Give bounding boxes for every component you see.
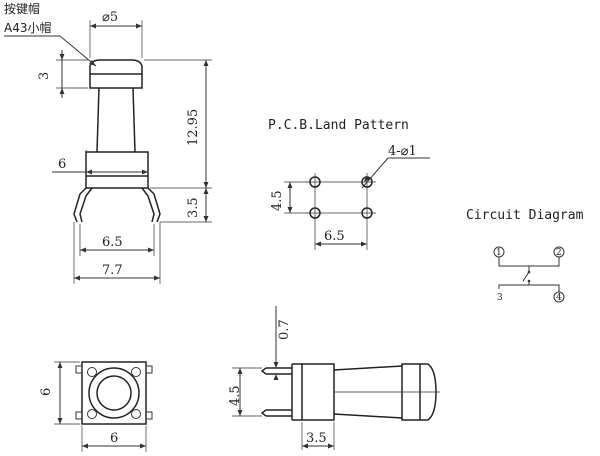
top-button [96,375,132,411]
top-corner-dot-2 [131,367,141,377]
dim-span: 7.7 [102,263,123,278]
left-leg [73,187,93,223]
top-ring-outer [88,367,140,419]
switch-blade [522,271,530,282]
top-view: 6 6 [39,361,153,452]
pin-1-label: 1 [496,248,502,258]
side-pin-bottom [260,409,292,417]
top-corner-dot-1 [87,367,97,377]
cap-label-cn: 按键帽 [4,1,40,16]
body-outline [85,151,149,189]
top-corner-dot-3 [87,409,97,419]
pcb-vertical-dim: 4.5 [270,190,285,211]
pcb-hole-spec: 4-⌀1 [388,144,417,159]
top-bus [498,257,560,267]
front-view: ⌀5 按键帽 A43小帽 3 12.95 3.5 6 [4,1,212,284]
right-leg [141,187,161,223]
top-corner-dot-4 [131,409,141,419]
dim-pitch: 6.5 [102,235,123,250]
side-pin-top [260,367,292,375]
circuit-title: Circuit Diagram [466,208,584,223]
side-pin-thickness-dim: 0.7 [277,319,292,340]
side-body-dim: 3.5 [306,431,327,446]
pin-4-label: 4 [556,293,562,303]
dim-cap-diameter: ⌀5 [102,10,118,25]
pcb-horizontal-dim: 6.5 [324,229,345,244]
side-body-outline [301,363,335,421]
side-view: 0.7 4.5 3.5 [228,306,440,450]
cap-model-label: A43小帽 [4,20,51,35]
top-body-outline [81,361,147,425]
pin-3-label: 3 [497,293,503,303]
circuit-diagram: Circuit Diagram 1 2 4 3 [466,208,584,303]
pin-2-label: 2 [556,248,562,258]
top-height-dim: 6 [39,388,54,396]
stem-outline [96,87,136,153]
pcb-title: P.C.B.Land Pattern [268,118,409,133]
dim-leg-height: 3.5 [186,197,201,218]
dim-cap-height: 3 [37,72,52,80]
dim-total-height: 12.95 [186,109,201,146]
dim-body-width: 6 [58,157,66,172]
side-stem [333,365,403,419]
top-width-dim: 6 [110,431,118,446]
side-vertical-dim: 4.5 [228,385,243,406]
pcb-land-pattern: P.C.B.Land Pattern 4-⌀1 4.5 6.5 [268,118,430,250]
bottom-bus [498,284,560,292]
side-cap [401,363,437,421]
